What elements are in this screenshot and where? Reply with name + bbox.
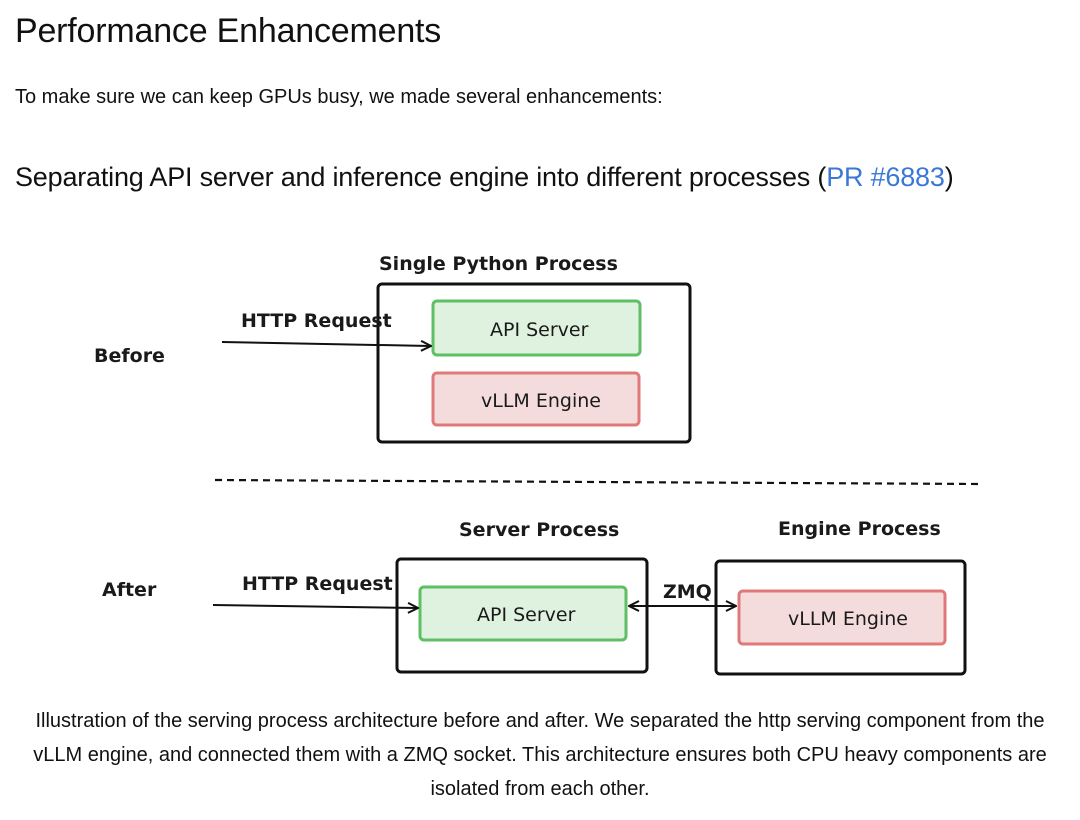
section-heading: Separating API server and inference engi…	[15, 162, 954, 193]
architecture-diagram: Single Python Process HTTP Request Befor…	[0, 240, 1080, 690]
after-request-label: HTTP Request	[242, 573, 393, 595]
after-api-server-box	[418, 585, 628, 642]
engine-process-label: Engine Process	[778, 518, 941, 540]
before-request-label: HTTP Request	[241, 310, 392, 332]
before-engine-box	[431, 371, 641, 427]
diagram-canvas	[212, 282, 981, 676]
server-process-label: Server Process	[459, 519, 620, 541]
before-request-arrow	[221, 342, 430, 346]
after-row-label: After	[102, 579, 157, 601]
after-api-server-label: API Server	[477, 604, 576, 626]
before-api-server-label: API Server	[490, 319, 589, 341]
after-engine-label: vLLM Engine	[788, 608, 908, 630]
zmq-label: ZMQ	[663, 581, 712, 603]
before-engine-label: vLLM Engine	[481, 390, 601, 412]
figure-caption: Illustration of the serving process arch…	[33, 710, 1047, 800]
pr-link[interactable]: PR #6883	[826, 162, 945, 192]
page-title: Performance Enhancements	[15, 12, 442, 50]
before-row-label: Before	[94, 345, 165, 367]
before-api-server-box	[431, 299, 642, 357]
section-heading-text: Separating API server and inference engi…	[15, 162, 827, 192]
after-engine-box	[737, 589, 947, 646]
section-heading-suffix: )	[944, 162, 954, 192]
single-process-box	[376, 282, 692, 444]
after-request-arrow	[212, 605, 417, 608]
engine-process-box	[714, 559, 967, 676]
intro-paragraph: To make sure we can keep GPUs busy, we m…	[15, 86, 663, 108]
before-process-label: Single Python Process	[379, 253, 618, 275]
divider-dashed	[214, 478, 981, 486]
server-process-box	[395, 557, 649, 674]
